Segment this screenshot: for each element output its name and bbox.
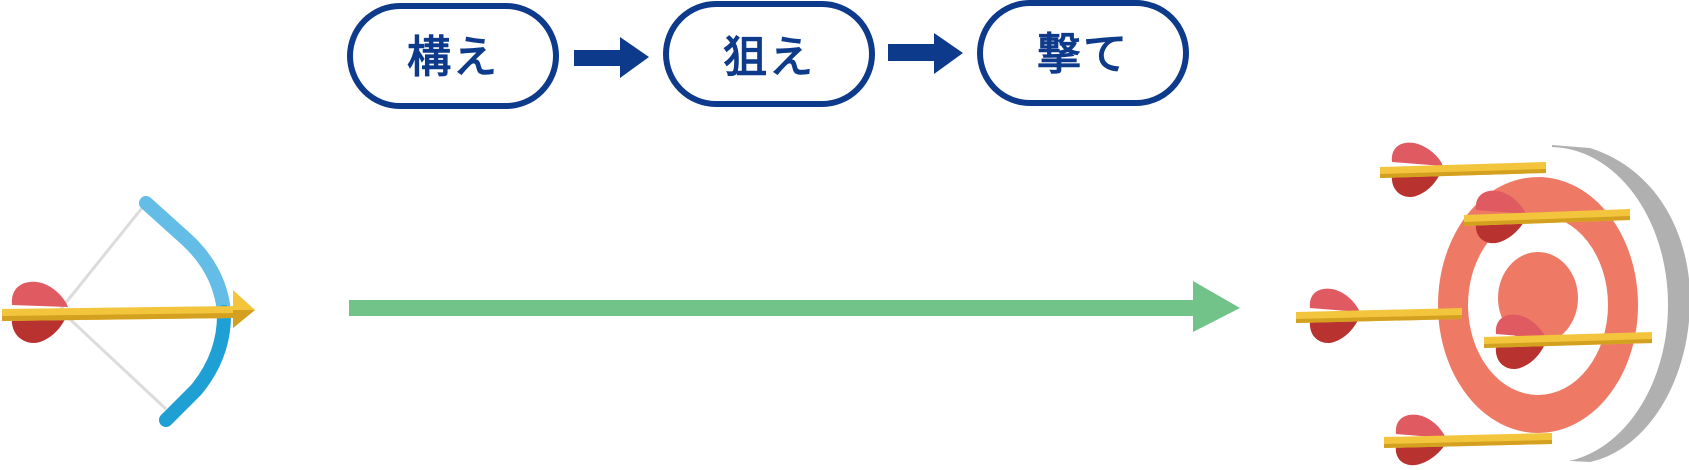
stuck-arrow [1296,288,1462,344]
arrow-fletching-lower [1395,446,1444,466]
arrow-fletching [11,281,69,307]
step-label-nerae: 狙え [723,32,815,83]
stuck-arrow [1484,314,1652,370]
step-arrow-shape [574,37,649,78]
arrow-shaft-shadow [1380,169,1546,178]
arrow-shaft-shadow [1296,315,1462,323]
arrow-head-shadow [233,310,255,328]
arrow-shaft-shadow [1484,339,1652,348]
stuck-arrow [1464,190,1630,244]
stuck-arrow [1384,414,1552,466]
step-arrow-1 [574,37,649,78]
arrow-shaft-shadow [2,313,236,321]
bow-limb-lower [159,305,232,427]
arrow-fletching [1475,190,1526,214]
step-pill-nerae: 狙え [663,1,875,107]
step-pill-border [663,1,875,107]
arrow-shaft-shadow [1464,216,1630,226]
step-flow: 構え 狙え 撃て [347,0,1189,109]
target-with-arrows-icon [1296,142,1689,466]
arrow-fletching-lower [1475,222,1524,244]
arrow-fletching-lower [1391,174,1440,198]
flight-arrow [349,281,1240,332]
stuck-arrow [1380,142,1546,198]
step-label-kamae: 構え [407,32,499,83]
arrow-fletching [1391,142,1443,166]
arrow-fletching [1495,314,1546,338]
bowstring [57,202,168,411]
step-arrow-2 [888,33,963,74]
arrow-shaft-shadow [1384,440,1552,448]
step-pill-border [977,0,1189,106]
bow-limb-upper [139,196,231,319]
arrow-fletching-lower [11,317,66,343]
arrow-fletching [1395,414,1446,438]
step-pill-kamae: 構え [347,3,559,109]
arrow-fletching-lower [1495,346,1544,370]
step-arrow-shape [888,33,963,74]
step-pill-border [347,3,559,109]
bow-and-arrow-icon [2,196,255,427]
flight-arrow-shape [349,281,1240,332]
arrow-fletching [1309,288,1360,312]
arrow-fletching-lower [1309,320,1358,344]
step-label-ute: 撃て [1037,29,1129,80]
step-pill-ute: 撃て [977,0,1189,106]
